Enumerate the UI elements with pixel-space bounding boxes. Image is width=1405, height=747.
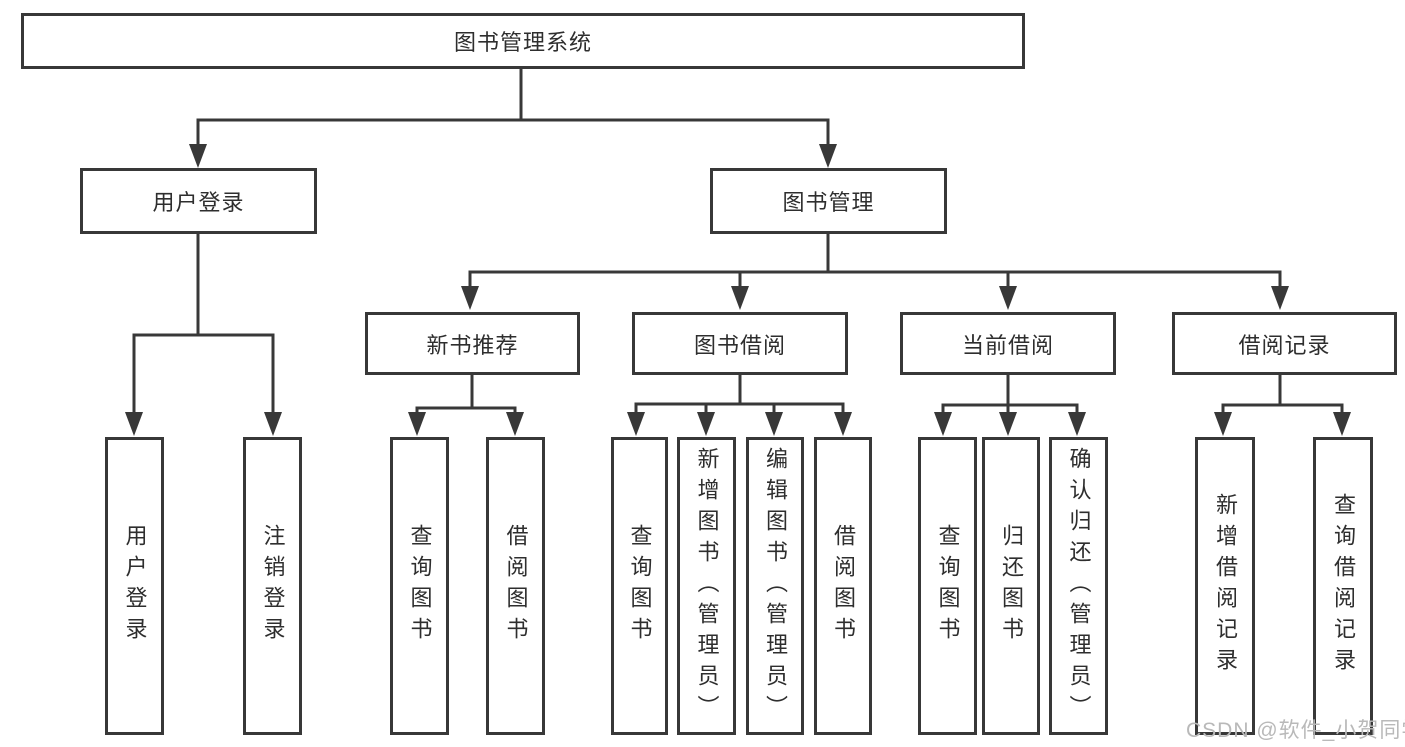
arrow-down-icon [506,412,524,436]
arrow-down-icon [627,412,645,436]
leaf-label: 查询图书 [935,524,961,648]
connector-bookborrow-to-leaves [627,375,852,436]
arrow-down-icon [999,412,1017,436]
node-book-management: 图书管理 [710,168,947,234]
arrow-down-icon [408,412,426,436]
arrow-down-icon [819,144,837,168]
leaf-query-book-3: 查询图书 [918,437,977,735]
connector-bookmgmt-to-level3 [461,234,1289,310]
arrow-down-icon [461,286,479,310]
leaf-label: 查询借阅记录 [1331,493,1356,679]
leaf-borrow-book-2: 借阅图书 [814,437,872,735]
node-new-book-recommend: 新书推荐 [365,312,580,375]
leaf-query-borrow-record: 查询借阅记录 [1313,437,1373,735]
leaf-return-book: 归还图书 [982,437,1040,735]
arrow-down-icon [765,412,783,436]
leaf-borrow-book-1: 借阅图书 [486,437,545,735]
leaf-label: 借阅图书 [831,524,856,648]
node-user-login: 用户登录 [80,168,317,234]
arrow-down-icon [1271,286,1289,310]
leaf-user-login: 用户登录 [105,437,164,735]
connector-newbook-to-leaves [408,375,524,436]
connector-currentborrow-to-leaves [934,375,1086,436]
arrow-down-icon [731,286,749,310]
connector-userlogin-to-leaves [125,234,282,436]
node-current-borrow: 当前借阅 [900,312,1116,375]
arrow-down-icon [999,286,1017,310]
leaf-label: 查询图书 [407,524,433,648]
leaf-add-borrow-record: 新增借阅记录 [1195,437,1255,735]
leaf-query-book-1: 查询图书 [390,437,449,735]
leaf-edit-book-admin: 编辑图书（管理员） [746,437,804,735]
arrow-down-icon [697,412,715,436]
watermark-text: CSDN @软件_小贺同学 [1186,719,1405,742]
leaf-label: 编辑图书（管理员） [763,446,788,726]
arrow-down-icon [934,412,952,436]
leaf-label: 查询图书 [627,524,653,648]
leaf-label: 借阅图书 [503,524,529,648]
leaf-confirm-return-admin: 确认归还（管理员） [1049,437,1108,735]
arrow-down-icon [1214,412,1232,436]
arrow-down-icon [1333,412,1351,436]
leaf-label: 归还图书 [999,524,1024,648]
leaf-query-book-2: 查询图书 [611,437,668,735]
arrow-down-icon [834,412,852,436]
node-book-borrow: 图书借阅 [632,312,848,375]
node-root-system: 图书管理系统 [21,13,1025,69]
leaf-add-book-admin: 新增图书（管理员） [677,437,736,735]
connector-borrowrecord-to-leaves [1214,375,1351,436]
leaf-label: 新增图书（管理员） [694,446,720,726]
node-borrow-record: 借阅记录 [1172,312,1397,375]
arrow-down-icon [125,412,143,436]
arrow-down-icon [1068,412,1086,436]
leaf-label: 用户登录 [122,524,148,648]
leaf-logout: 注销登录 [243,437,302,735]
leaf-label: 新增借阅记录 [1213,493,1238,679]
leaf-label: 注销登录 [260,524,286,648]
arrow-down-icon [264,412,282,436]
arrow-down-icon [189,144,207,168]
leaf-label: 确认归还（管理员） [1066,446,1092,726]
connector-root-to-level2 [189,69,837,168]
